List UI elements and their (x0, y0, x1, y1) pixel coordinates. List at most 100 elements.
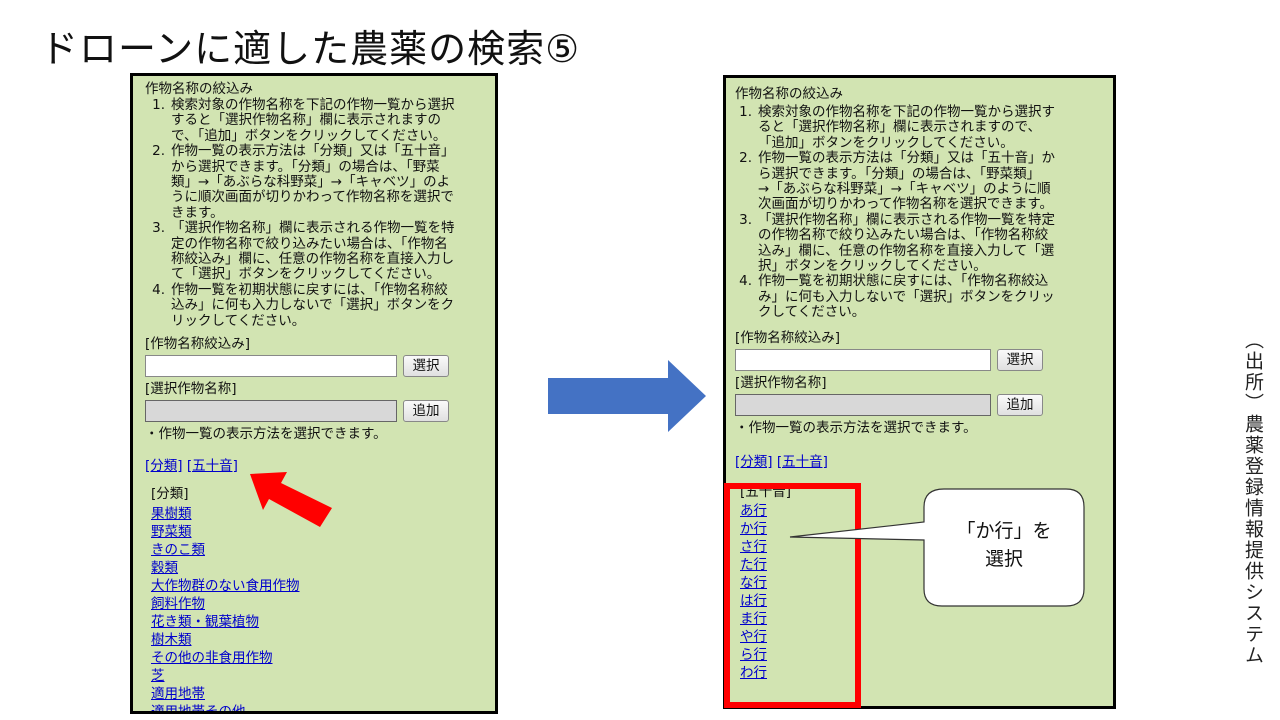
list-link[interactable]: 飼料作物 (151, 596, 205, 613)
instruction-line: すると「選択作物名称」欄に表示されますの (145, 112, 455, 129)
blue-arrow-icon (548, 360, 706, 432)
list-link[interactable]: か行 (740, 520, 767, 537)
instruction-line: 「追加」ボタンをクリックしてください。 (732, 134, 1055, 151)
list-link[interactable]: 果樹類 (151, 506, 192, 523)
instruction-line: ら選択できます。「分類」の場合は、「野菜類」 (732, 166, 1055, 182)
list-link[interactable]: ら行 (740, 646, 767, 663)
gojuon-list: あ行か行さ行た行な行は行ま行や行ら行わ行 (740, 502, 767, 682)
instruction-text: の作物名称で絞り込みたい場合は、「作物名称絞 (758, 227, 1049, 244)
instruction-line: み」に何も入力しないで「選択」ボタンをクリッ (732, 288, 1055, 305)
list-link[interactable]: 穀類 (151, 560, 178, 577)
list-link[interactable]: きのこ類 (151, 542, 205, 559)
list-link[interactable]: 芝 (151, 668, 165, 685)
left-screenshot-panel: 作物名称の絞込み 1.検索対象の作物名称を下記の作物一覧から選択すると「選択作物… (130, 73, 498, 714)
instruction-text: て「選択」ボタンをクリックしてください。 (171, 266, 441, 283)
callout-text: 「か行」を 選択 (924, 517, 1084, 573)
instruction-line: から選択できます。「分類」の場合は、「野菜 (145, 158, 455, 175)
source-caption: （出所）農薬登録情報提供システム (1242, 330, 1264, 666)
panel-heading: 作物名称の絞込み (145, 81, 253, 97)
instruction-number: 2. (739, 150, 752, 167)
list-link[interactable]: 大作物群のない食用作物 (151, 578, 300, 595)
instruction-line: →「あぶらな科野菜」→「キャベツ」のように順 (732, 181, 1055, 197)
mode-links: [分類] [五十音] (145, 457, 238, 475)
instruction-text: 込み」欄に、任意の作物名称を直接入力して「選 (758, 242, 1055, 259)
filter-label: [作物名称絞込み] (145, 336, 251, 353)
instruction-text: 定の作物名称で絞り込みたい場合は、「作物名 (171, 235, 448, 252)
crop-filter-input[interactable] (735, 348, 991, 371)
list-link[interactable]: あ行 (740, 502, 767, 519)
list-link[interactable]: や行 (740, 628, 767, 645)
red-arrow-icon (250, 472, 332, 527)
list-link[interactable]: な行 (740, 574, 767, 591)
instruction-number: 3. (739, 211, 752, 228)
instruction-text: 作物一覧を初期状態に戻すには、「作物名称絞 (171, 281, 448, 298)
select-button[interactable]: 選択 (403, 355, 449, 378)
panel-heading: 作物名称の絞込み (735, 86, 843, 102)
list-link[interactable]: 花き類・観葉植物 (151, 614, 259, 631)
instruction-line: 込み」欄に、任意の作物名称を直接入力して「選 (732, 242, 1055, 259)
instruction-line: 2. 作物一覧の表示方法は「分類」又は「五十音」 (145, 143, 455, 160)
selected-crop-label: [選択作物名称] (145, 381, 237, 398)
selected-crop-field[interactable] (145, 400, 397, 423)
instruction-text: 検索対象の作物名称を下記の作物一覧から選択す (758, 104, 1055, 120)
list-heading: [分類] (151, 486, 189, 503)
list-link[interactable]: 野菜類 (151, 524, 192, 541)
crop-filter-input[interactable] (145, 355, 397, 378)
instruction-number: 3. (152, 220, 165, 237)
add-button[interactable]: 追加 (403, 400, 449, 423)
instruction-number: 4. (739, 273, 752, 290)
instruction-number: 2. (152, 143, 165, 160)
instruction-line: 称絞込み」欄に、任意の作物名称を直接入力し (145, 251, 455, 267)
list-link[interactable]: た行 (740, 556, 767, 573)
instruction-number: 4. (152, 281, 165, 298)
instruction-text: で、「追加」ボタンをクリックしてください。 (171, 127, 447, 144)
list-link[interactable]: は行 (740, 592, 767, 609)
list-link[interactable]: 樹木類 (151, 632, 192, 649)
instruction-text: 込み」に何も入力しないで「選択」ボタンをク (171, 297, 455, 314)
list-link[interactable]: 適用地帯 (151, 686, 205, 703)
instruction-line: クしてください。 (732, 304, 1055, 321)
instruction-line: 2.作物一覧の表示方法は「分類」又は「五十音」か (732, 150, 1055, 167)
instruction-line: うに順次画面が切りかわって作物名称を選択で (145, 190, 455, 206)
list-link[interactable]: わ行 (740, 664, 767, 681)
instruction-text: 類」→「あぶらな科野菜」→「キャベツ」のよ (171, 174, 451, 191)
instruction-line: 1.検索対象の作物名称を下記の作物一覧から選択す (732, 104, 1055, 120)
instruction-text: 作物一覧の表示方法は「分類」又は「五十音」 (171, 143, 455, 160)
instruction-text: きます。 (171, 204, 224, 221)
instruction-line: の作物名称で絞り込みたい場合は、「作物名称絞 (732, 227, 1055, 244)
instruction-line: 定の作物名称で絞り込みたい場合は、「作物名 (145, 235, 455, 252)
instruction-text: ると「選択作物名称」欄に表示されますので、 (758, 119, 1041, 136)
display-method-note: ・作物一覧の表示方法を選択できます。 (145, 426, 387, 443)
instruction-text: 「選択作物名称」欄に表示される作物一覧を特定 (758, 211, 1055, 228)
callout-bubble (789, 488, 1085, 607)
instruction-text: から選択できます。「分類」の場合は、「野菜 (171, 158, 440, 175)
instruction-line: 択」ボタンをクリックしてください。 (732, 258, 1055, 274)
instructions-list: 1.検索対象の作物名称を下記の作物一覧から選択すると「選択作物名称」欄に表示され… (732, 104, 1055, 321)
list-link[interactable]: ま行 (740, 610, 767, 627)
instruction-text: み」に何も入力しないで「選択」ボタンをクリッ (758, 288, 1055, 305)
instruction-text: クしてください。 (758, 304, 866, 321)
callout-line: 「か行」を (956, 520, 1052, 542)
category-list: 果樹類野菜類きのこ類穀類大作物群のない食用作物飼料作物花き類・観葉植物樹木類その… (151, 505, 300, 714)
list-link[interactable]: その他の非食用作物 (151, 650, 273, 667)
list-link[interactable]: 適用地帯その他 (151, 704, 246, 714)
mode-link-category[interactable]: [分類] (145, 458, 183, 475)
mode-links: [分類] [五十音] (735, 453, 828, 471)
mode-link-gojuon[interactable]: [五十音] (776, 453, 828, 470)
selected-row: 追加 (735, 393, 1043, 416)
instruction-line: て「選択」ボタンをクリックしてください。 (145, 266, 455, 283)
mode-link-category[interactable]: [分類] (735, 453, 773, 470)
add-button[interactable]: 追加 (997, 393, 1043, 416)
instruction-text: 「追加」ボタンをクリックしてください。 (758, 134, 1014, 151)
list-link[interactable]: さ行 (740, 538, 767, 555)
mode-link-gojuon[interactable]: [五十音] (186, 458, 238, 475)
selected-crop-label: [選択作物名称] (735, 374, 827, 391)
selected-crop-field[interactable] (735, 393, 991, 416)
instruction-line: 3. 「選択作物名称」欄に表示される作物一覧を特定 (732, 211, 1055, 228)
instruction-text: リックしてください。 (171, 312, 306, 329)
instruction-line: 4.作物一覧を初期状態に戻すには、「作物名称絞込 (732, 273, 1055, 290)
select-button[interactable]: 選択 (997, 348, 1043, 371)
instruction-text: すると「選択作物名称」欄に表示されますの (171, 112, 441, 129)
instruction-line: 込み」に何も入力しないで「選択」ボタンをク (145, 297, 455, 314)
instruction-text: 検索対象の作物名称を下記の作物一覧から選択 (171, 97, 455, 113)
